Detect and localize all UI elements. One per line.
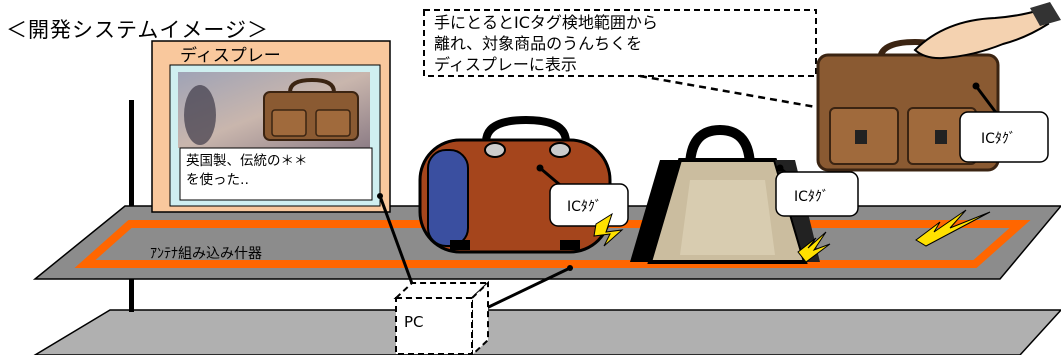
tag-bubble-3 [959, 82, 1049, 163]
display-text-box [179, 147, 373, 201]
ic-tag-label-2: ICﾀｸﾞ [794, 189, 829, 205]
tag-bubble-2 [775, 164, 859, 217]
callout-line: 手にとるとICタグ検地範囲から [434, 13, 658, 32]
pc-label: PC [404, 313, 424, 331]
bolt-icon [915, 209, 991, 247]
display-title: ディスプレー [180, 46, 281, 66]
pc-box [393, 280, 491, 355]
callout-line: ディスプレーに表示 [434, 55, 577, 74]
ic-tag-label-3: ICﾀｸﾞ [981, 131, 1016, 147]
bolt-icon [593, 212, 624, 247]
photo-figure [184, 85, 216, 145]
tag-bubble-1 [536, 164, 629, 227]
display-line: 英国製、伝統の＊＊ [186, 153, 308, 169]
display-bag-image [263, 77, 359, 141]
bolt-icon [797, 231, 831, 263]
callout-line: 離れ、対象商品のうんちくを [434, 34, 643, 53]
ic-tag-label-1: ICﾀｸﾞ [567, 199, 602, 215]
antenna-label: ｱﾝﾃﾅ組み込み什器 [150, 246, 262, 262]
cable-shelf-pc [471, 266, 571, 317]
callout-box [423, 9, 817, 77]
callout-text: 手にとるとICタグ検地範囲から 離れ、対象商品のうんちくを ディスプレーに表示 [424, 10, 816, 76]
floor-plane [33, 309, 1061, 355]
callout-pointer [639, 74, 879, 120]
display-line: を使った‥ [186, 172, 250, 188]
hand-illustration [913, 2, 1061, 60]
suitcase-red [418, 115, 612, 254]
display-description: 英国製、伝統の＊＊ を使った‥ [186, 152, 372, 190]
page-title: ＜開発システムイメージ＞ [6, 18, 269, 42]
